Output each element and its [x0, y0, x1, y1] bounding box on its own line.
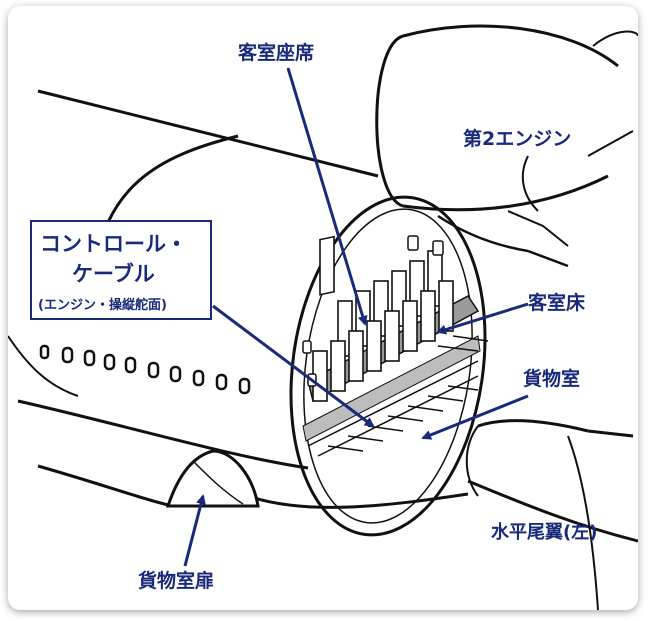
arrow-cargo-hold: [421, 394, 529, 440]
label-control-cable-line2: ケーブル: [72, 262, 155, 286]
arrow-control-cable: [212, 304, 375, 428]
diagram-card: 客室座席 第2エンジン コントロール・ ケーブル (エンジン・操縦舵面) 客室床…: [8, 6, 638, 610]
label-cargo-hold: 貨物室: [523, 368, 581, 390]
cargo-hold-structure: [307, 335, 489, 457]
cargo-door-shape: [165, 449, 260, 508]
fuselage-windows: [39, 344, 251, 395]
aircraft-cutaway-drawing: [8, 24, 638, 610]
arrow-cargo-door: [183, 494, 206, 567]
label-control-cable-line1: コントロール・: [40, 232, 187, 256]
leader-arrows: [183, 67, 529, 567]
label-cargo-door: 貨物室扉: [138, 570, 215, 592]
label-horizontal-stabilizer-left: 水平尾翼(左): [491, 522, 598, 543]
arrow-cabin-floor: [436, 302, 529, 335]
engine-2-nacelle: [375, 24, 638, 247]
arrow-cabin-seats: [286, 67, 368, 326]
label-cabin-floor: 客室床: [528, 292, 586, 314]
horizontal-stabilizer: [465, 419, 634, 610]
label-engine-2: 第2エンジン: [463, 128, 572, 150]
label-box-control-cable: コントロール・ ケーブル (エンジン・操縦舵面): [30, 220, 212, 320]
label-cabin-seats: 客室座席: [238, 42, 315, 64]
label-control-cable-note: (エンジン・操縦舵面): [38, 298, 167, 313]
fuselage-cross-section: [289, 195, 487, 537]
